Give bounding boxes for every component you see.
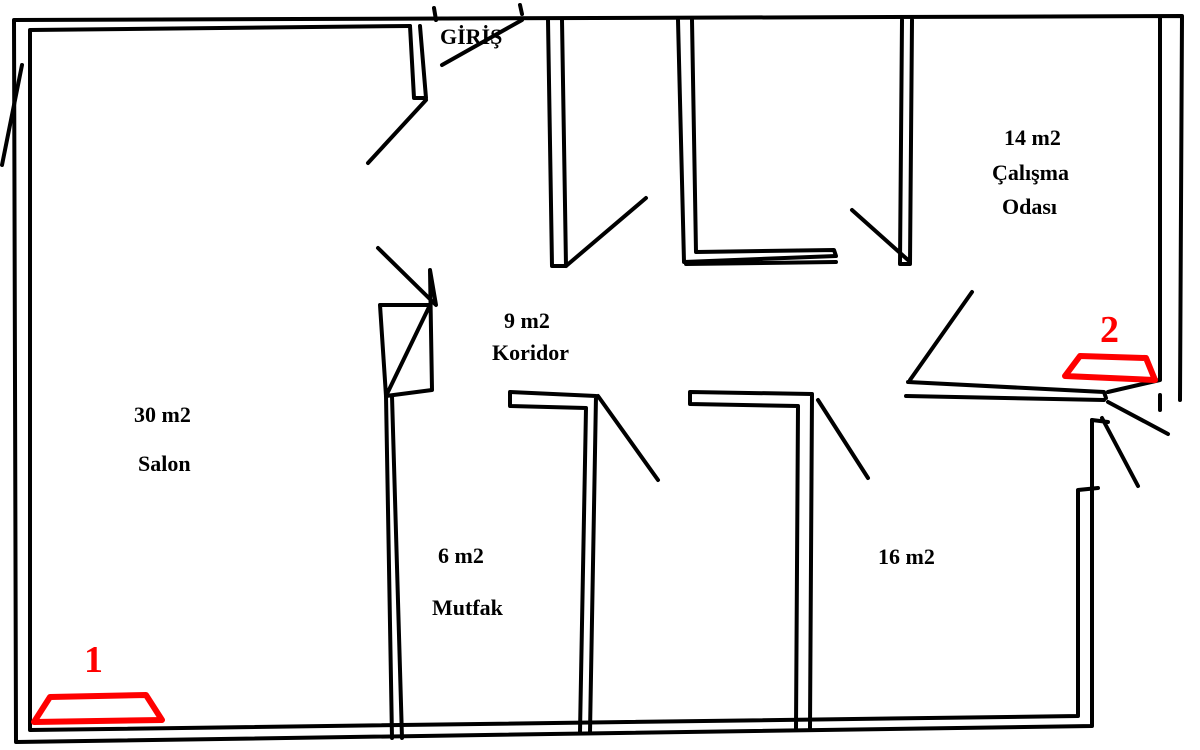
entrance: GİRİŞ	[440, 24, 502, 49]
room-koridor: 9 m2 Koridor	[492, 308, 569, 365]
room-name: Koridor	[492, 340, 569, 365]
room-mutfak: 6 m2 Mutfak	[432, 543, 504, 620]
room-area: 14 m2	[1004, 125, 1061, 150]
room-name-line2: Odası	[1002, 194, 1057, 219]
marker-label: 1	[84, 639, 103, 681]
walls	[0, 3, 1184, 744]
room-16: 16 m2	[878, 544, 935, 569]
room-area: 9 m2	[504, 308, 550, 333]
room-name: Çalışma	[992, 160, 1069, 185]
room-area: 16 m2	[878, 544, 935, 569]
room-name: Salon	[138, 451, 191, 476]
room-salon: 30 m2 Salon	[134, 402, 191, 476]
room-calisma-odasi: 14 m2 Çalışma Odası	[992, 125, 1069, 219]
room-name: Mutfak	[432, 595, 504, 620]
marker-shape	[1062, 353, 1158, 383]
room-area: 6 m2	[438, 543, 484, 568]
entrance-label: GİRİŞ	[440, 24, 502, 49]
marker-label: 2	[1100, 309, 1119, 351]
marker-1: 1	[31, 639, 165, 725]
room-area: 30 m2	[134, 402, 191, 427]
marker-shape	[31, 692, 165, 725]
marker-2: 2	[1062, 309, 1158, 383]
